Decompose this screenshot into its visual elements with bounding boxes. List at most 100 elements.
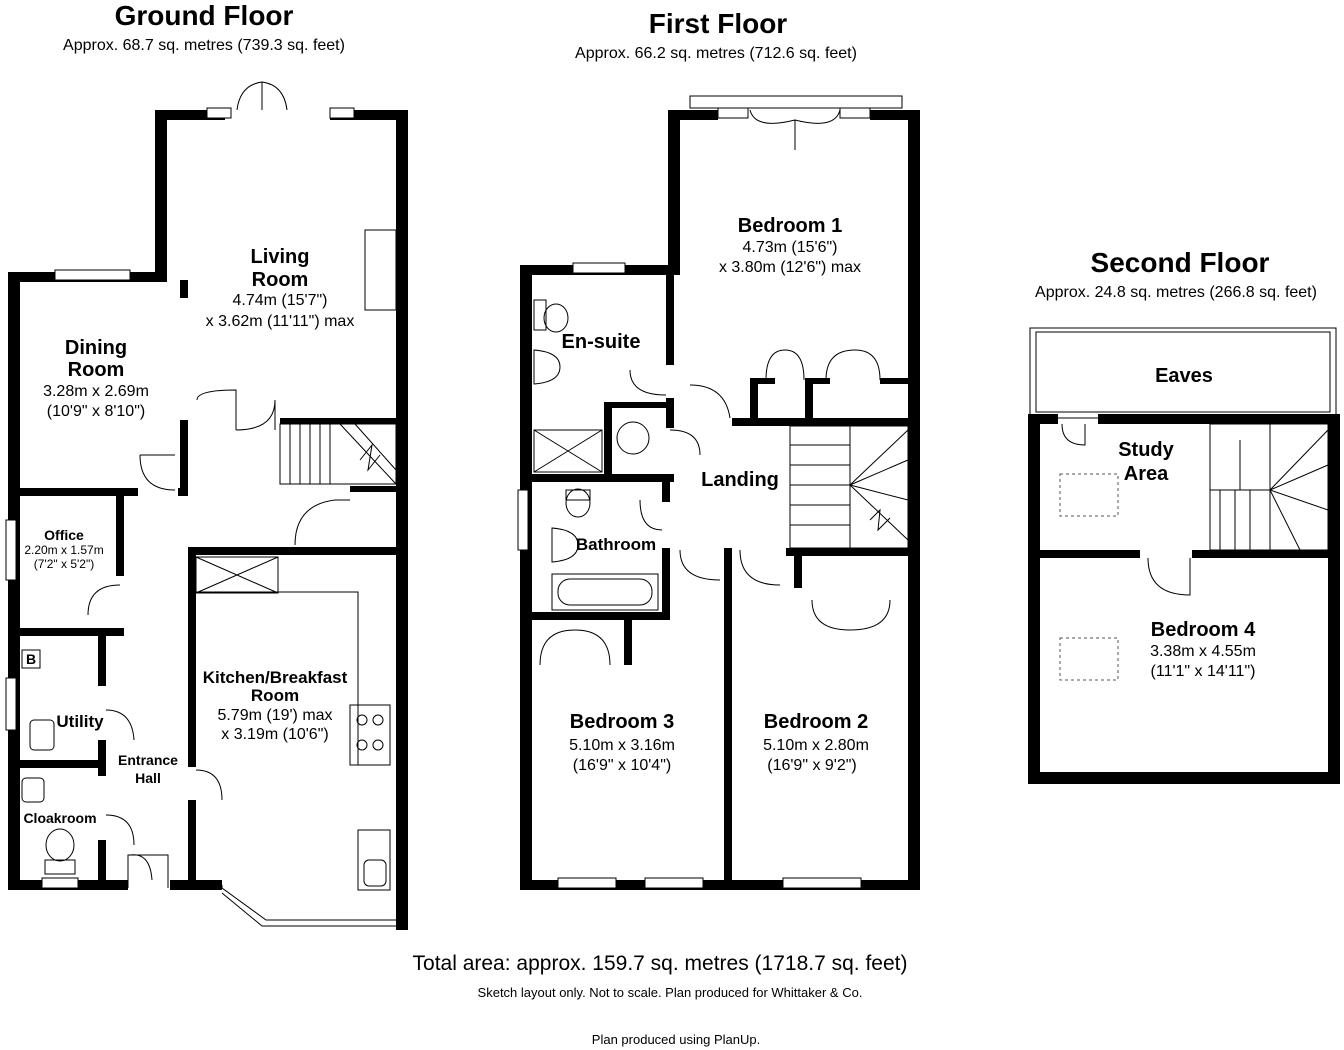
hob-icon [356, 739, 368, 751]
toilet-icon [543, 303, 569, 333]
staircase [789, 425, 909, 549]
toilet-icon [565, 489, 591, 501]
wall [908, 110, 920, 890]
cloakroom-name: Cloakroom [23, 810, 96, 826]
wall [116, 496, 124, 576]
wall [330, 110, 408, 120]
window [517, 489, 529, 551]
window [572, 262, 626, 274]
door [1061, 423, 1086, 446]
wall [668, 110, 718, 120]
kitchen-name: Room [251, 686, 299, 705]
wall [98, 636, 106, 686]
wall [1028, 772, 1340, 784]
landing-name: Landing [701, 469, 779, 491]
door [639, 499, 663, 531]
disclaimer-note: Sketch layout only. Not to scale. Plan p… [478, 985, 863, 1000]
door [739, 549, 781, 586]
wall [786, 548, 908, 556]
skylight [195, 556, 279, 594]
bedroom-4-dimensions: (11'1" x 14'11") [1151, 663, 1256, 680]
basin-icon [533, 349, 561, 385]
wall [8, 272, 20, 890]
balcony [689, 95, 903, 109]
window [54, 269, 131, 281]
bedroom-3-dimensions: (16'9" x 10'4") [573, 757, 671, 774]
wall [155, 110, 167, 280]
kitchen-name: Kitchen/Breakfast [203, 668, 348, 687]
wall [280, 418, 396, 424]
wall [180, 420, 188, 495]
window [839, 107, 871, 119]
first-floor-title: First Floor [649, 8, 788, 39]
first-floor-area: Approx. 66.2 sq. metres (712.6 sq. feet) [575, 45, 857, 62]
wall [20, 628, 124, 636]
hob-icon [372, 714, 384, 726]
plan-credit: Plan produced using PlanUp. [592, 1032, 760, 1047]
bedroom-4-name: Bedroom 4 [1151, 619, 1256, 641]
wall [732, 418, 908, 426]
wall [1040, 550, 1140, 558]
ground-floor-title: Ground Floor [115, 0, 294, 31]
bath-icon [557, 578, 653, 606]
wall [180, 280, 188, 298]
staircase [279, 423, 397, 485]
kitchen-dimensions: 5.79m (19') max [217, 707, 332, 724]
window [5, 519, 17, 581]
bedroom-2-dimensions: 5.10m x 2.80m [763, 737, 869, 754]
dining-room-name: Dining [65, 337, 127, 359]
bay-window [221, 885, 400, 921]
sink-icon [363, 859, 387, 887]
skylight [1059, 473, 1119, 517]
wall [188, 547, 196, 767]
wall [350, 486, 396, 492]
cylinder-icon [616, 421, 650, 455]
sink-icon [29, 719, 55, 751]
wall [188, 547, 396, 555]
bedroom-1-dimensions: x 3.80m (12'6") max [719, 259, 861, 276]
hob-icon [349, 704, 391, 766]
bedroom-2-name: Bedroom 2 [764, 711, 868, 733]
window [41, 877, 79, 889]
wall [880, 378, 908, 384]
wall [666, 398, 674, 428]
first-floor-plan [517, 95, 920, 890]
door [105, 814, 135, 846]
bedroom-3-name: Bedroom 3 [570, 711, 674, 733]
bay-window [221, 892, 400, 927]
french-door [236, 81, 288, 111]
staircase [1209, 423, 1329, 551]
living-room-dimensions: x 3.62m (11'11") max [206, 313, 355, 330]
wall [870, 110, 920, 120]
wall [396, 110, 408, 930]
wall [1028, 414, 1040, 784]
door [689, 384, 731, 419]
bathroom-name: Bathroom [576, 535, 656, 554]
shower-icon [533, 429, 603, 473]
dining-room-dimensions: (10'9" x 8'10") [47, 403, 145, 420]
wall [178, 488, 188, 496]
front-door [129, 854, 153, 881]
living-room-name: Room [252, 269, 309, 291]
second-floor-plan [1028, 327, 1340, 784]
door [139, 454, 176, 491]
wall [98, 840, 106, 880]
second-floor-title: Second Floor [1091, 247, 1270, 278]
wardrobe-door [825, 349, 881, 381]
front-door [127, 854, 169, 888]
ground-floor-area: Approx. 68.7 sq. metres (739.3 sq. feet) [63, 37, 345, 54]
living-room-name: Living [251, 246, 310, 268]
door [1147, 557, 1191, 596]
living-room-dimensions: 4.74m (15'7") [233, 292, 328, 309]
entrance-hall-name: Hall [135, 770, 161, 786]
dining-room-dimensions: 3.28m x 2.69m [43, 383, 149, 400]
wall [520, 265, 532, 890]
shower-icon [533, 429, 603, 473]
toilet-icon [533, 299, 547, 331]
wall [1328, 414, 1340, 784]
wall [532, 474, 674, 482]
door [105, 709, 135, 741]
window [644, 877, 704, 889]
en-suite-name: En-suite [562, 331, 641, 353]
door [629, 369, 667, 396]
